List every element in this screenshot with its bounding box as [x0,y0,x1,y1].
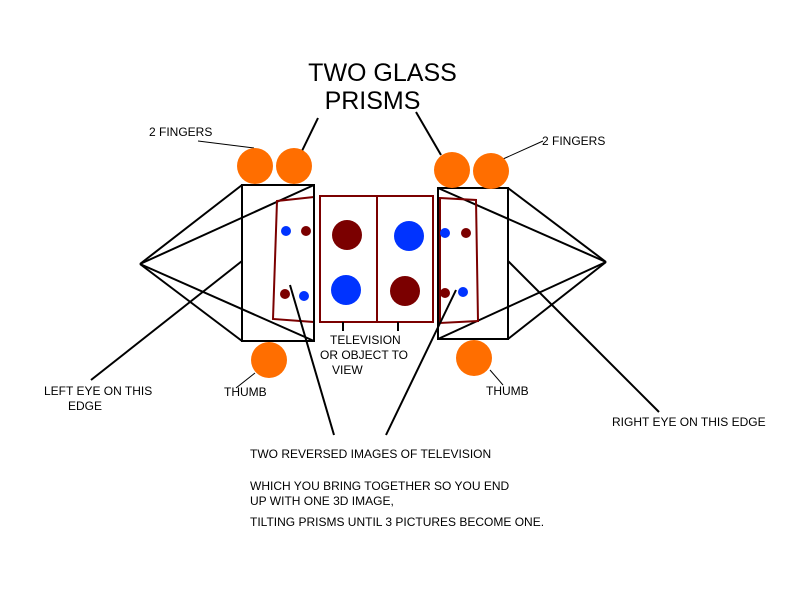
left-image-blue-dot-top [281,226,291,236]
note-bring-together-2: UP WITH ONE 3D IMAGE, [250,494,394,508]
left-thumb [251,342,287,378]
right-finger-1 [434,152,470,188]
left-image-red-dot-top [301,226,311,236]
left-ray-top-inner [139,184,315,265]
left-eye-label: LEFT EYE ON THIS EDGE [44,384,152,413]
right-reversed-image [439,196,480,325]
tv-blue-dot-top-right [394,221,424,251]
title-line-1: TWO GLASS [308,59,457,87]
left-prism[interactable] [241,184,315,342]
right-image-red-dot-bottom [440,288,450,298]
reversed-image-pointer-right [385,289,457,436]
right-prism[interactable] [437,187,509,340]
left-image-blue-dot-bottom [299,291,309,301]
right-finger-2 [473,153,509,189]
right-thumb [456,340,492,376]
note-bring-together-1: WHICH YOU BRING TOGETHER SO YOU END [250,479,510,493]
title-pointer-right [415,111,442,156]
left-finger-1 [237,148,273,184]
title-pointer-left [299,117,319,156]
right-image-red-dot-top [461,228,471,238]
left-eye-pointer [90,260,243,381]
thumb-left-label: THUMB [224,385,267,399]
right-eye-pointer [507,260,660,413]
left-eye-label-line-1: LEFT EYE ON THIS [44,384,153,398]
fingers-left-label: 2 FINGERS [149,125,213,139]
right-eye-label: RIGHT EYE ON THIS EDGE [612,415,766,429]
right-ray-top-outer [507,187,607,263]
left-eye-label-line-2: EDGE [68,399,103,413]
diagram-title: TWO GLASS PRISMS [290,59,475,115]
title-line-2: PRISMS [324,87,421,115]
fingers-right-label: 2 FINGERS [542,134,606,148]
left-image-red-dot-bottom [280,289,290,299]
right-ray-bottom-outer [507,261,607,340]
tv-red-dot-top-left [332,220,362,250]
right-prism-rays [437,187,660,413]
television-label-line-3: VIEW [332,363,363,377]
left-prism-rays [90,184,315,381]
reversed-image-pointer-left [289,284,335,436]
right-image-blue-dot-top [440,228,450,238]
television-label: TELEVISION OR OBJECT TO VIEW [320,333,408,377]
left-finger-2 [276,148,312,184]
fingers-left-leader [197,140,255,149]
thumb-left-leader [235,372,256,389]
note-tilting-prisms: TILTING PRISMS UNTIL 3 PICTURES BECOME O… [250,515,545,529]
fingers-right-leader [502,140,544,160]
thumb-right-label: THUMB [486,384,529,398]
tv-red-dot-bottom-right [390,276,420,306]
television-label-line-1: TELEVISION [330,333,401,347]
tv-blue-dot-bottom-left [331,275,361,305]
thumb-right-leader [489,369,504,386]
right-ray-bottom-inner [437,261,607,340]
left-ray-top-outer [139,184,243,265]
television [319,195,434,331]
right-image-blue-dot-bottom [458,287,468,297]
left-ray-bottom-outer [139,263,243,342]
left-ray-bottom-inner [139,263,315,342]
note-reversed-images: TWO REVERSED IMAGES OF TELEVISION [250,447,492,461]
television-label-line-2: OR OBJECT TO [320,348,409,362]
left-reversed-image [271,195,315,324]
